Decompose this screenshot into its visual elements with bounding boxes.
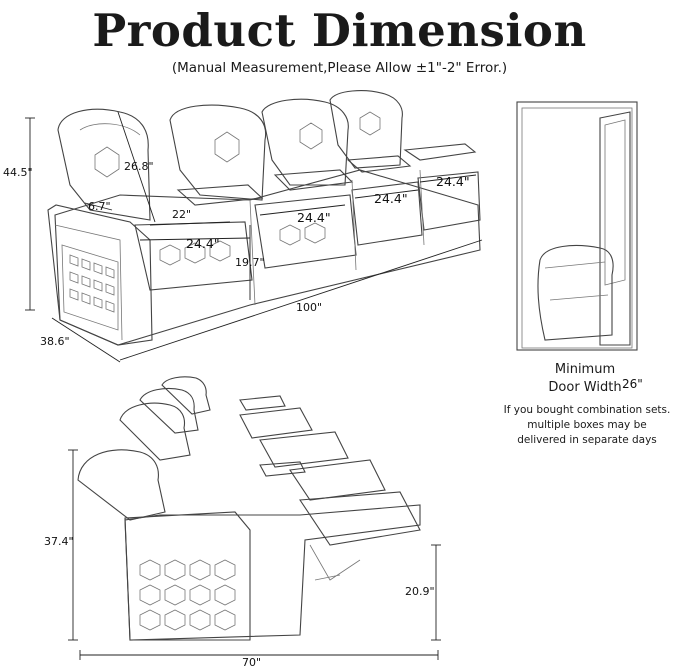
reclined-height-label: 37.4": [44, 535, 74, 548]
seat-depth-label: 22": [172, 208, 191, 221]
door-note-line1: If you bought combination sets.: [503, 404, 671, 416]
door-caption-text: Door Width: [548, 380, 622, 395]
seat-width-label-3: 24.4": [374, 191, 408, 206]
reclined-depth-label: 70": [242, 656, 261, 667]
seat-height-label: 19.7": [235, 256, 265, 269]
height-label: 44.5": [3, 166, 33, 179]
sofa-front-sketch: [47, 90, 481, 346]
sofa-reclined-sketch: [77, 376, 421, 641]
total-width-label: 100": [296, 301, 322, 314]
page-title: Product Dimension: [92, 4, 587, 57]
door-width-value: 26": [622, 377, 643, 391]
seat-width-label-2: 24.4": [297, 210, 331, 225]
door-caption-line1: Minimum: [554, 362, 616, 377]
door-note-line3: delivered in separate days: [517, 434, 657, 446]
door-note-line2: multiple boxes may be: [527, 419, 647, 431]
page-subtitle: (Manual Measurement,Please Allow ±1"-2" …: [171, 60, 508, 76]
door-note: If you bought combination sets. multiple…: [492, 403, 679, 448]
arm-width-label: 6.7": [88, 200, 111, 213]
door-caption: Minimum Door Width: [510, 361, 660, 397]
back-height-label: 26.8": [124, 160, 154, 173]
seat-width-label-1: 24.4": [186, 236, 220, 251]
upper-dimension-lines: [25, 111, 483, 363]
door-sketch: [516, 101, 638, 351]
seat-width-label-4: 24.4": [436, 174, 470, 189]
lower-dimension-lines: [68, 449, 441, 660]
footrest-height-label: 20.9": [405, 585, 435, 598]
depth-label: 38.6": [40, 335, 70, 348]
door-caption-line2: Door Width: [510, 379, 660, 397]
